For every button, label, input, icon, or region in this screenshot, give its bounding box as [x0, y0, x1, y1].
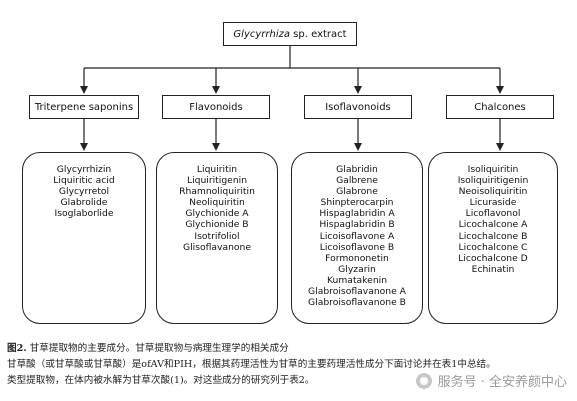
root-genus: Glycyrrhiza — [233, 28, 290, 40]
compound-item: Kumatakenin — [326, 274, 388, 286]
compound-item: Glabrone — [336, 186, 378, 198]
compound-item: Glabroisoflavanone A — [308, 286, 406, 298]
connector-lines — [80, 46, 504, 151]
caption-label: 图2. — [7, 343, 27, 354]
compound-item: Liquiritic acid — [53, 175, 115, 187]
root-rest: sp. extract — [290, 28, 347, 40]
compound-list-chalcones: Isoliquiritin Isoliquiritigenin Neoisoli… — [428, 152, 558, 324]
caption-line-3: 类型提取物，在体内被水解为甘草次酸(1)。对这些成分的研究列于表2。 — [7, 375, 315, 386]
category-label: Isoflavonoids — [325, 101, 391, 113]
compound-item: Galbrene — [336, 175, 378, 187]
compound-item: Neoisoliquiritin — [458, 186, 528, 198]
category-label: Flavonoids — [189, 101, 243, 113]
compound-item: Isotrifoliol — [194, 230, 240, 242]
compound-item: Hispaglabridin B — [319, 219, 395, 231]
caption-line-2: 甘草酸（或甘草酸或甘草酸）是ofAV和PIH，根据其药理活性为甘草的主要药理活性… — [7, 359, 496, 370]
wechat-icon — [415, 372, 432, 389]
caption-line-1: 甘草提取物的主要成分。甘草提取物与病理生理学的相关成分 — [26, 343, 289, 354]
root-node: Glycyrrhiza sp. extract — [223, 22, 357, 46]
compound-item: Licoisoflavone B — [319, 241, 395, 253]
compound-item: Glychionide B — [185, 219, 249, 231]
category-flavonoids: Flavonoids — [162, 95, 270, 119]
category-chalcones: Chalcones — [446, 95, 554, 119]
compound-item: Licoisoflavone A — [319, 230, 395, 242]
compound-item: Glisoflavanone — [182, 241, 252, 253]
compound-item: Liquiritigenin — [186, 175, 248, 187]
compound-item: Isoliquiritin — [467, 164, 519, 175]
compound-item: Formononetin — [325, 252, 389, 264]
watermark: 服务号 · 全安养颜中心 — [415, 371, 567, 390]
compound-item: Echinatin — [471, 263, 515, 275]
compound-item: Glyzarin — [338, 263, 376, 275]
compound-item: Glabroisoflavanone B — [308, 297, 406, 309]
compound-item: Isoglaborlide — [54, 208, 114, 220]
compound-list-isoflavonoids: Glabridin Galbrene Glabrone Shinpterocar… — [291, 152, 423, 324]
compound-list-flavonoids: Liquiritin Liquiritigenin Rhamnoliquirit… — [156, 152, 278, 324]
compound-item: Licochalcone B — [458, 230, 528, 242]
category-label: Triterpene saponins — [34, 101, 134, 113]
compound-item: Licuraside — [469, 197, 517, 209]
compound-item: Licochalcone A — [458, 219, 528, 231]
category-label: Chalcones — [474, 101, 526, 113]
compound-list-triterpene-saponins: Glycyrrhizin Liquiritic acid Glycyrretol… — [22, 152, 146, 324]
compound-item: Glabrolide — [60, 197, 108, 209]
compound-item: Licochalcone D — [458, 252, 528, 264]
compound-item: Liquiritin — [196, 164, 238, 175]
category-triterpene-saponins: Triterpene saponins — [29, 95, 139, 119]
compound-item: Glycyrrhizin — [56, 164, 112, 175]
compound-item: Neoliquiritin — [189, 197, 245, 209]
compound-item: Isoliquiritigenin — [457, 175, 529, 187]
compound-item: Hispaglabridin A — [319, 208, 395, 220]
compound-item: Licochalcone C — [458, 241, 528, 253]
compound-item: Shinpterocarpin — [320, 197, 394, 209]
compound-item: Licoflavonol — [465, 208, 521, 220]
compound-item: Glycyrretol — [58, 186, 110, 198]
category-isoflavonoids: Isoflavonoids — [304, 95, 412, 119]
compound-item: Rhamnoliquiritin — [179, 186, 255, 198]
compound-item: Glychionide A — [185, 208, 249, 220]
compound-item: Glabridin — [336, 164, 378, 175]
diagram: Glycyrrhiza sp. extract Triterpene sapon… — [22, 22, 558, 324]
watermark-text: 服务号 · 全安养颜中心 — [437, 375, 567, 390]
figure-caption: 图2. 甘草提取物的主要成分。甘草提取物与病理生理学的相关成分 甘草酸（或甘草酸… — [7, 341, 572, 389]
